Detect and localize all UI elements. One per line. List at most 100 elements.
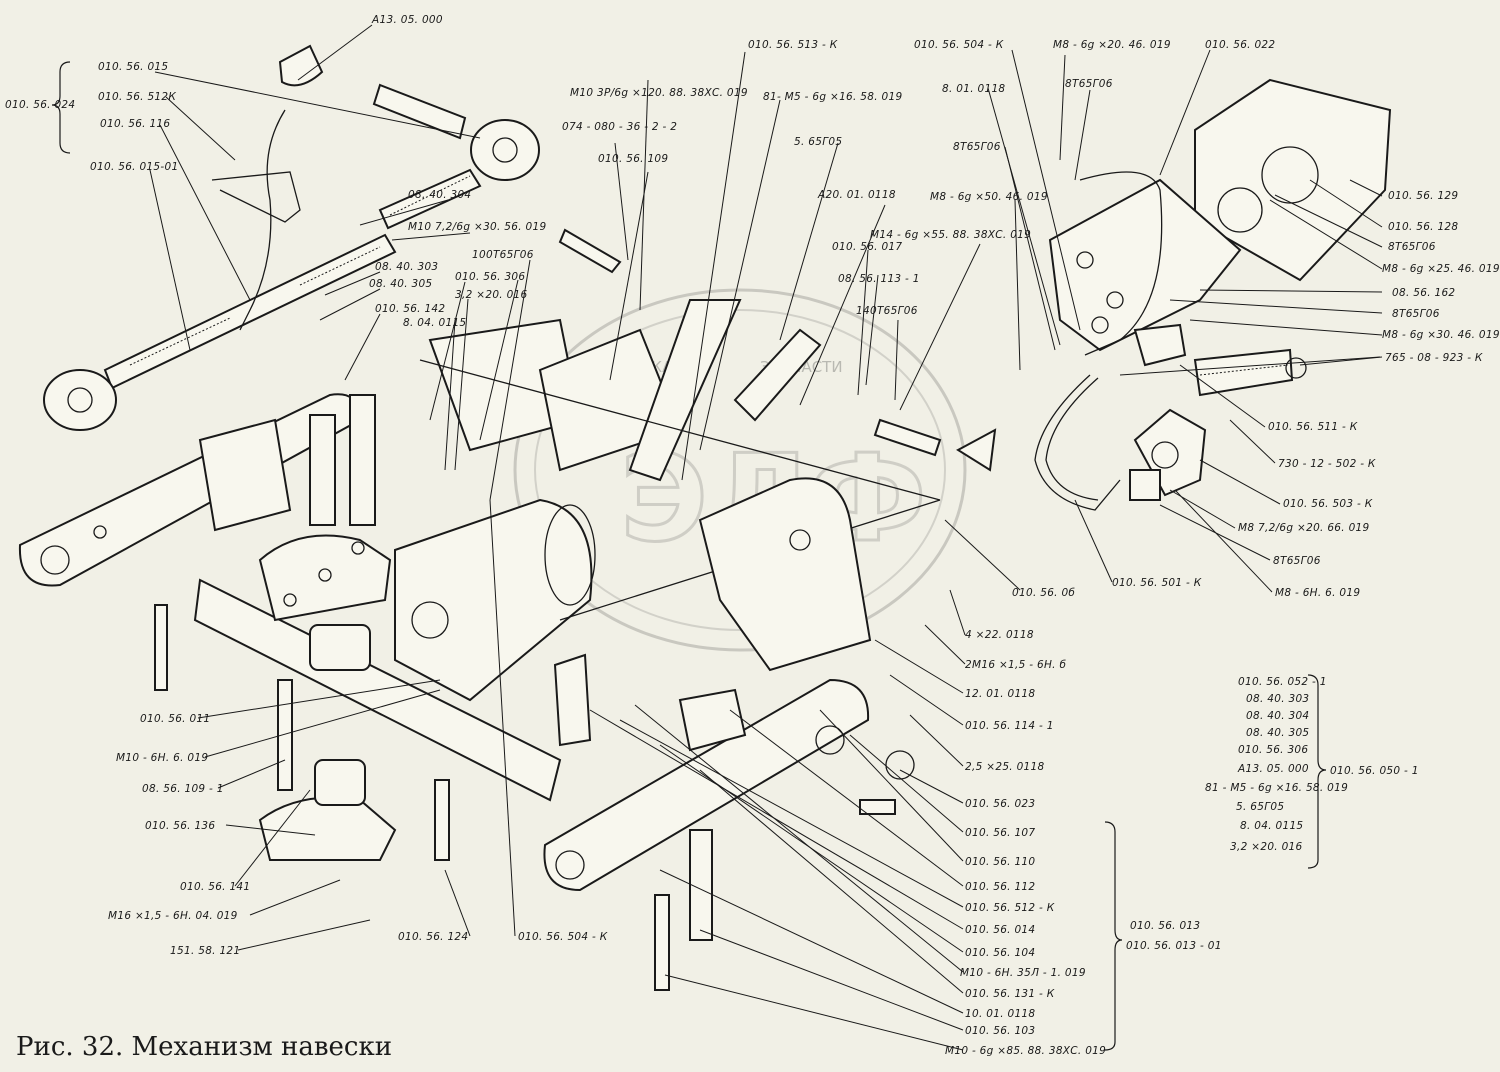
brace-013: [1104, 821, 1123, 1051]
label-8t65g06-b: 8Т65Г06: [1065, 78, 1113, 90]
label-010-56-511k: 010. 56. 511 - К: [1268, 421, 1358, 433]
bolt-right: [873, 418, 942, 457]
label-010-56-024: 010. 56. 024: [5, 99, 75, 111]
label-m10-30: М10 7,2/6g ×30. 56. 019: [408, 221, 547, 233]
label-140t65g06: 140Т65Г06: [856, 305, 918, 317]
label-m10-6h-35: М10 - 6Н. 35Л - 1. 019: [960, 967, 1086, 979]
shaft-right: [1193, 348, 1294, 397]
label-a13-05-000: А13. 05. 000: [371, 14, 443, 26]
label-8-04-0115: 8. 04. 0115: [403, 317, 466, 329]
small-bracket: [553, 653, 592, 747]
label-100t65g06: 100Т65Г06: [472, 249, 534, 261]
ball-joint-right: [470, 119, 540, 181]
upper-link-rod: [103, 233, 397, 390]
label-151-58-121: 151. 58. 121: [170, 945, 240, 957]
label-010-56-011: 010. 56. 011: [140, 713, 210, 725]
label-m10-85: М10 - 6g ×85. 88. 38ХС. 019: [945, 1045, 1106, 1057]
label-a20-01-0118: А20. 01. 0118: [817, 189, 896, 201]
label-m8-20-top: М8 - 6g ×20. 46. 019: [1053, 39, 1171, 51]
clevis: [678, 688, 747, 752]
label-010-56-114-1: 010. 56. 114 - 1: [965, 720, 1054, 732]
label-010-56-107: 010. 56. 107: [965, 827, 1035, 839]
label-m10-120: М10 3Р/6g ×120. 88. 38ХС. 019: [570, 87, 748, 99]
label-2m16: 2М16 ×1,5 - 6Н. б: [965, 659, 1066, 671]
label-8t65g06-c: 8Т65Г06: [1388, 241, 1436, 253]
label-m8-25: М8 - 6g ×25. 46. 019: [1382, 263, 1500, 275]
label-8t65g06-e: 8Т65Г06: [1273, 555, 1321, 567]
group-item: 5. 65Г05: [1236, 801, 1284, 813]
label-2-5x25: 2,5 ×25. 0118: [965, 761, 1045, 773]
label-010-56-013-01: 010. 56. 013 - 01: [1126, 940, 1222, 952]
link-plate: [628, 299, 742, 482]
leader-lines: [149, 24, 1383, 1051]
label-m8-50: М8 - 6g ×50. 46. 019: [930, 191, 1048, 203]
label-010-56-023: 010. 56. 023: [965, 798, 1035, 810]
cone-part: [278, 44, 324, 87]
label-074-080: 074 - 080 - 36 - 2 - 2: [562, 121, 677, 133]
lower-link-right: [543, 678, 870, 892]
label-010-56-0x: 010. 56. 0б: [1012, 587, 1075, 599]
cone-right: [956, 428, 997, 472]
group-item: 08. 40. 303: [1246, 693, 1309, 705]
label-010-56-110: 010. 56. 110: [965, 856, 1035, 868]
label-010-56-131k: 010. 56. 131 - К: [965, 988, 1055, 1000]
label-8t65g06-d: 8Т65Г06: [1392, 308, 1440, 320]
plate-top: [258, 534, 392, 622]
label-010-56-103: 010. 56. 103: [965, 1025, 1035, 1037]
label-010-56-104: 010. 56. 104: [965, 947, 1035, 959]
ball-joint-left: [43, 369, 117, 431]
group-item: 010. 56. 052 - 1: [1238, 676, 1327, 688]
hose: [1034, 374, 1121, 511]
valve: [1133, 323, 1187, 367]
parts-drawing: [18, 44, 1392, 991]
group-item: 3,2 ×20. 016: [1230, 841, 1303, 853]
label-010-56-504k-b: 010. 56. 504 - К: [518, 931, 608, 943]
label-8-01-0118: 8. 01. 0118: [942, 83, 1005, 95]
brace-010-56-024: [51, 61, 71, 154]
label-08-56-113-1: 08. 56. 113 - 1: [838, 273, 920, 285]
label-010-56-112: 010. 56. 112: [965, 881, 1035, 893]
label-010-56-128: 010. 56. 128: [1388, 221, 1458, 233]
label-010-56-142: 010. 56. 142: [375, 303, 445, 315]
bolt-center: [558, 228, 622, 274]
group-item: 010. 56. 306: [1238, 744, 1308, 756]
label-08-56-162: 08. 56. 162: [1392, 287, 1455, 299]
label-m10-6h-6: М10 - 6Н. 6. 019: [116, 752, 208, 764]
group-item: 08. 40. 305: [1246, 727, 1309, 739]
group-item: 8. 04. 0115: [1240, 820, 1303, 832]
label-08-56-109-1: 08. 56. 109 - 1: [142, 783, 224, 795]
label-4x22: 4 ×22. 0118: [965, 629, 1034, 641]
distributor-body: [1048, 178, 1242, 352]
label-765-08: 765 - 08 - 923 - К: [1385, 352, 1483, 364]
label-010-56-014: 010. 56. 014: [965, 924, 1035, 936]
group-item: 08. 40. 304: [1246, 710, 1309, 722]
label-12-01-0118: 12. 01. 0118: [965, 688, 1035, 700]
label-3-2x20: 3,2 ×20. 016: [455, 289, 528, 301]
label-m14-55: М14 - 6g ×55. 88. 38ХС. 019: [870, 229, 1031, 241]
label-08-40-304: 08. 40. 304: [408, 189, 471, 201]
label-010-56-512k: 010. 56. 512К: [98, 91, 176, 103]
brace-050-1: [1307, 674, 1327, 869]
label-010-56-017: 010. 56. 017: [832, 241, 902, 253]
label-010-56-136: 010. 56. 136: [145, 820, 215, 832]
label-010-56-015: 010. 56. 015: [98, 61, 168, 73]
pin-part: [372, 83, 467, 140]
upper-link-rod-2: [378, 168, 482, 230]
label-730-12: 730 - 12 - 502 - К: [1278, 458, 1376, 470]
label-08-40-305: 08. 40. 305: [369, 278, 432, 290]
fitting-right: [1129, 469, 1161, 501]
label-010-56-013: 010. 56. 013: [1130, 920, 1200, 932]
label-010-56-116: 010. 56. 116: [100, 118, 170, 130]
group-item: 81 - М5 - 6g ×16. 58. 019: [1205, 782, 1348, 794]
label-010-56-501k: 010. 56. 501 - К: [1112, 577, 1202, 589]
central-housing: [394, 498, 593, 702]
right-housing: [698, 477, 872, 672]
label-010-56-022: 010. 56. 022: [1205, 39, 1275, 51]
label-m8-6h: М8 - 6Н. 6. 019: [1275, 587, 1360, 599]
group-item: А13. 05. 000: [1237, 763, 1309, 775]
label-8t65g06-a: 8Т65Г06: [953, 141, 1001, 153]
label-010-56-124: 010. 56. 124: [398, 931, 468, 943]
label-10-01-0118: 10. 01. 0118: [965, 1008, 1035, 1020]
